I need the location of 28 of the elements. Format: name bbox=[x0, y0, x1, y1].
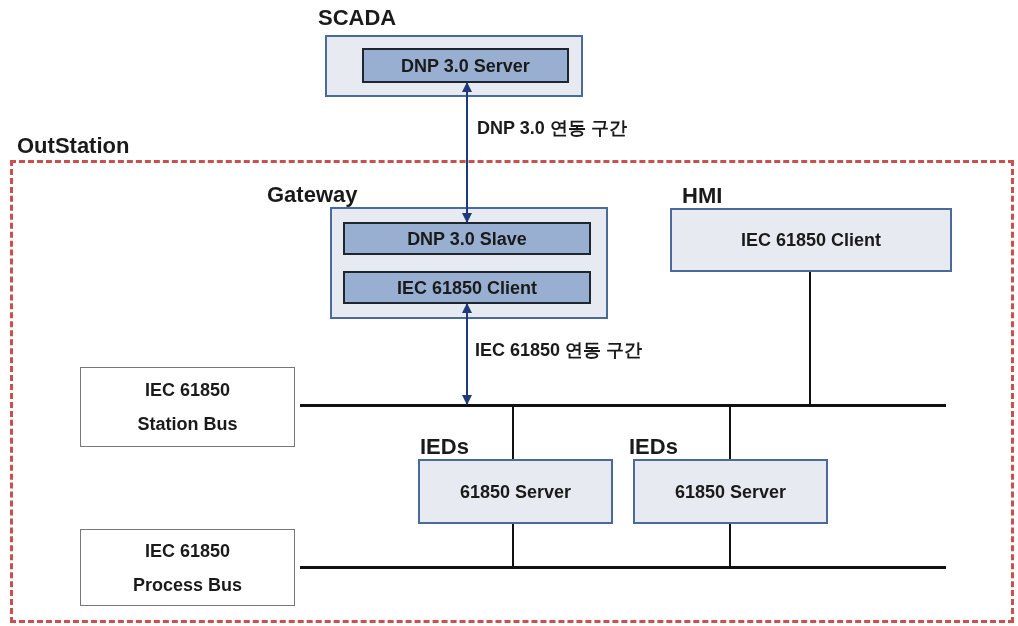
group-heading: IEDs bbox=[420, 434, 469, 460]
bus-label-box bbox=[80, 529, 295, 606]
node-label: IEC 61850 Process Bus bbox=[131, 539, 244, 597]
node-label: IEC 61850 Client bbox=[395, 276, 539, 300]
bus-label-box bbox=[80, 367, 295, 447]
connector-line bbox=[512, 406, 514, 460]
arrow bbox=[462, 303, 472, 405]
module-box bbox=[362, 48, 569, 83]
node-label: IEC 61850 Station Bus bbox=[136, 378, 239, 436]
bus-line bbox=[300, 566, 946, 569]
node-label: DNP 3.0 Slave bbox=[406, 227, 528, 251]
bus-line bbox=[300, 404, 946, 407]
group-heading: HMI bbox=[682, 183, 723, 209]
node-label: DNP 3.0 Server bbox=[400, 54, 531, 78]
connector-line bbox=[729, 406, 731, 460]
group-heading: IEDs bbox=[629, 434, 678, 460]
module-box bbox=[343, 222, 591, 255]
connector-line bbox=[809, 271, 811, 405]
node-label: 61850 Server bbox=[458, 480, 573, 504]
node-label: IEC 61850 Client bbox=[739, 228, 883, 252]
connector-line bbox=[512, 523, 514, 567]
connector-line bbox=[729, 523, 731, 567]
group-heading: OutStation bbox=[17, 133, 130, 159]
group-heading: SCADA bbox=[318, 5, 397, 31]
node-label: 61850 Server bbox=[673, 480, 788, 504]
group-heading: Gateway bbox=[267, 182, 358, 208]
module-box bbox=[343, 271, 591, 304]
arrow bbox=[462, 82, 472, 223]
